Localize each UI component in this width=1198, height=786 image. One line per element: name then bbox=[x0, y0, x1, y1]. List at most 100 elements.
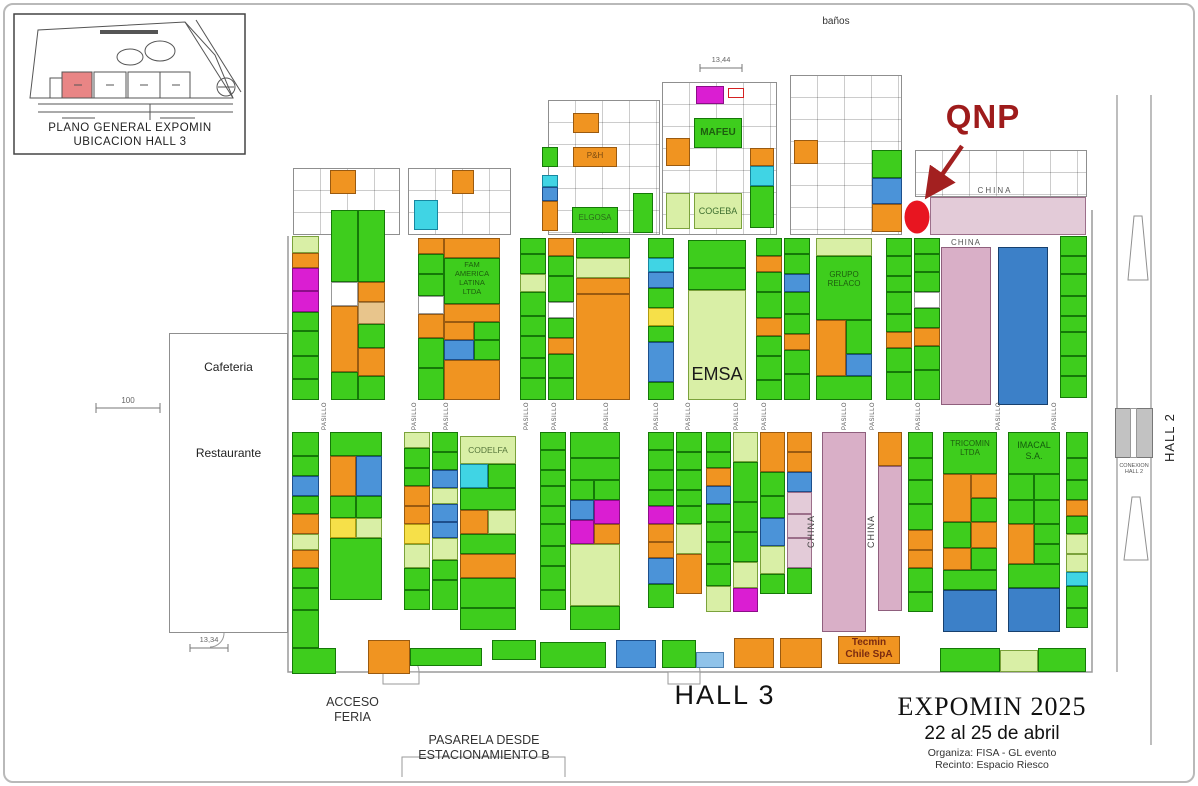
booth[interactable] bbox=[576, 278, 630, 294]
booth[interactable] bbox=[368, 640, 410, 674]
booth[interactable] bbox=[292, 356, 319, 379]
booth[interactable] bbox=[971, 522, 997, 548]
booth[interactable] bbox=[540, 470, 566, 486]
booth[interactable] bbox=[356, 456, 382, 496]
booth[interactable] bbox=[520, 358, 546, 378]
booth[interactable] bbox=[572, 207, 618, 233]
booth[interactable] bbox=[914, 254, 940, 272]
booth[interactable] bbox=[570, 500, 594, 520]
booth[interactable] bbox=[1130, 408, 1137, 458]
booth[interactable] bbox=[1060, 274, 1087, 296]
booth[interactable] bbox=[573, 113, 599, 133]
booth[interactable] bbox=[784, 334, 810, 350]
booth[interactable] bbox=[750, 186, 774, 228]
booth[interactable] bbox=[971, 474, 997, 498]
booth[interactable] bbox=[633, 193, 653, 233]
booth[interactable] bbox=[733, 462, 758, 502]
booth[interactable] bbox=[688, 240, 746, 268]
booth[interactable] bbox=[694, 118, 742, 148]
booth[interactable] bbox=[292, 236, 319, 253]
booth[interactable] bbox=[784, 350, 810, 374]
booth[interactable] bbox=[292, 550, 319, 568]
booth[interactable] bbox=[648, 342, 674, 382]
booth[interactable] bbox=[432, 538, 458, 560]
booth[interactable] bbox=[676, 490, 702, 506]
booth[interactable] bbox=[1066, 480, 1088, 500]
booth[interactable] bbox=[706, 452, 731, 468]
booth[interactable] bbox=[1000, 650, 1038, 672]
booth[interactable] bbox=[706, 586, 731, 612]
booth[interactable] bbox=[940, 648, 1000, 672]
booth[interactable] bbox=[292, 312, 319, 331]
booth[interactable] bbox=[330, 432, 382, 456]
booth[interactable] bbox=[331, 372, 358, 400]
booth[interactable] bbox=[706, 522, 731, 542]
booth[interactable] bbox=[733, 588, 758, 612]
booth[interactable] bbox=[292, 514, 319, 534]
booth-grupo-relaco[interactable]: GRUPO RELACO bbox=[827, 270, 861, 289]
booth[interactable] bbox=[520, 274, 546, 292]
booth[interactable] bbox=[460, 554, 516, 578]
booth[interactable] bbox=[846, 354, 872, 376]
booth[interactable] bbox=[292, 456, 319, 476]
booth[interactable] bbox=[1060, 256, 1087, 274]
booth[interactable] bbox=[998, 247, 1048, 405]
booth[interactable] bbox=[787, 452, 812, 472]
booth[interactable] bbox=[784, 238, 810, 254]
booth[interactable] bbox=[404, 524, 430, 544]
booth[interactable] bbox=[358, 324, 385, 348]
booth[interactable] bbox=[492, 640, 536, 660]
booth[interactable] bbox=[488, 510, 516, 534]
booth[interactable] bbox=[696, 86, 724, 104]
booth[interactable] bbox=[548, 238, 574, 256]
booth[interactable] bbox=[460, 464, 488, 488]
booth[interactable] bbox=[1066, 500, 1088, 516]
booth[interactable] bbox=[444, 340, 474, 360]
booth[interactable] bbox=[733, 532, 758, 562]
booth[interactable] bbox=[540, 506, 566, 524]
booth[interactable] bbox=[460, 488, 516, 510]
booth[interactable] bbox=[914, 308, 940, 328]
booth[interactable] bbox=[943, 570, 997, 590]
booth[interactable] bbox=[292, 331, 319, 356]
booth-tricomin[interactable]: TRICOMIN LTDA bbox=[950, 439, 990, 458]
booth[interactable] bbox=[548, 256, 574, 276]
booth[interactable] bbox=[460, 510, 488, 534]
booth[interactable] bbox=[787, 538, 812, 568]
booth[interactable] bbox=[1034, 544, 1060, 564]
booth[interactable] bbox=[733, 562, 758, 588]
booth[interactable] bbox=[520, 254, 546, 274]
booth[interactable] bbox=[648, 470, 674, 490]
booth[interactable] bbox=[816, 256, 872, 320]
booth[interactable] bbox=[733, 432, 758, 462]
booth[interactable] bbox=[1066, 554, 1088, 572]
booth[interactable] bbox=[872, 150, 902, 178]
booth[interactable] bbox=[330, 170, 356, 194]
booth[interactable] bbox=[292, 291, 319, 312]
booth[interactable] bbox=[520, 316, 546, 336]
booth[interactable] bbox=[648, 326, 674, 342]
booth[interactable] bbox=[548, 276, 574, 302]
booth[interactable] bbox=[1038, 648, 1086, 672]
booth[interactable] bbox=[570, 432, 620, 458]
booth[interactable] bbox=[548, 302, 574, 318]
booth[interactable] bbox=[540, 546, 566, 566]
booth[interactable] bbox=[573, 147, 617, 167]
booth[interactable] bbox=[688, 268, 746, 290]
booth[interactable] bbox=[971, 548, 997, 570]
booth[interactable] bbox=[292, 432, 319, 456]
booth[interactable] bbox=[594, 480, 620, 500]
booth[interactable] bbox=[787, 492, 812, 514]
booth[interactable] bbox=[760, 496, 785, 518]
booth[interactable] bbox=[331, 282, 358, 306]
booth[interactable] bbox=[816, 320, 846, 376]
booth-fam-america-latina[interactable]: FAM AMERICA LATINA LTDA bbox=[454, 260, 490, 296]
booth[interactable] bbox=[908, 458, 933, 480]
booth[interactable] bbox=[418, 314, 444, 338]
booth[interactable] bbox=[1060, 356, 1087, 376]
booth[interactable] bbox=[784, 254, 810, 274]
booth[interactable] bbox=[520, 238, 546, 254]
booth[interactable] bbox=[886, 238, 912, 256]
booth[interactable] bbox=[787, 432, 812, 452]
booth[interactable] bbox=[750, 148, 774, 166]
